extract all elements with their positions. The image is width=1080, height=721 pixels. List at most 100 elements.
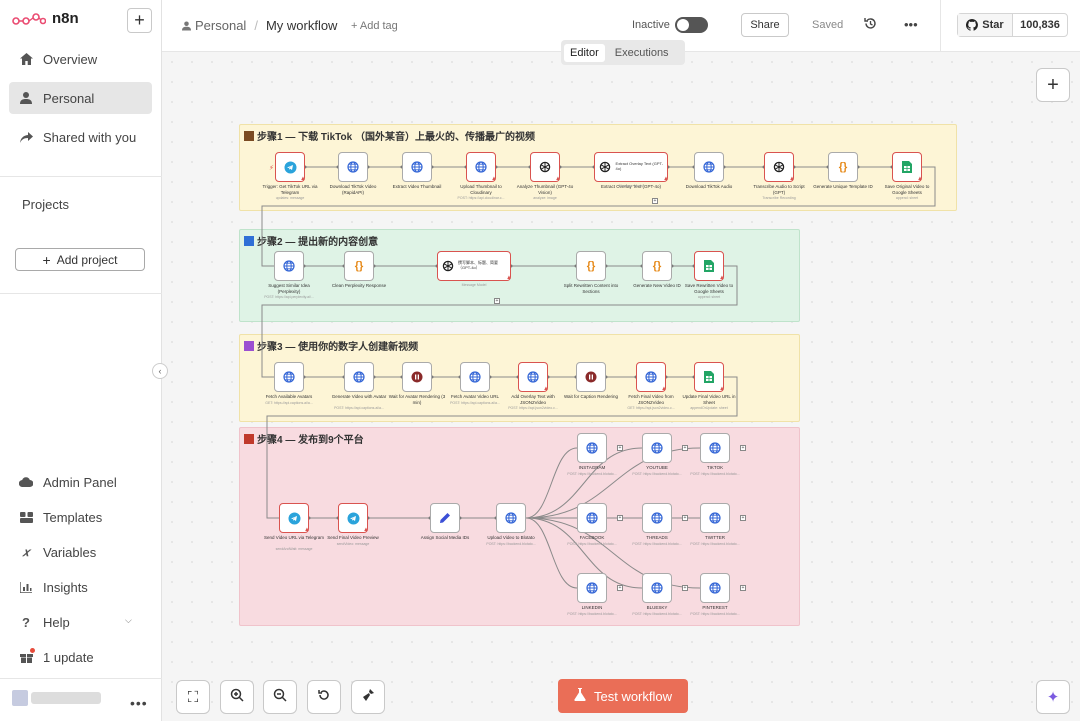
globe-icon — [709, 512, 722, 525]
node-subtitle: POST: https://backend.blotato... — [567, 472, 617, 476]
plus-icon: + — [42, 251, 51, 268]
workflow-node[interactable]: Extract Overlay Text (GPT-4o)▲ — [594, 152, 669, 182]
sidebar-item-insights[interactable]: Insights — [9, 571, 152, 603]
workflow-node[interactable] — [642, 503, 672, 533]
globe-icon — [703, 161, 716, 174]
tab-editor[interactable]: Editor — [564, 43, 605, 62]
workflow-node[interactable] — [402, 152, 432, 182]
workflow-node[interactable]: ▲ — [892, 152, 923, 182]
section-color-square — [244, 433, 254, 444]
add-connection-button[interactable]: + — [494, 298, 500, 304]
workflow-node[interactable]: ▲ — [530, 152, 561, 182]
workflow-node[interactable]: ▲ — [518, 362, 549, 392]
globe-icon — [527, 371, 540, 384]
workflow-node[interactable] — [402, 362, 432, 392]
share-button[interactable]: Share — [741, 13, 789, 37]
zoom-out-button[interactable] — [263, 680, 297, 714]
workflow-node[interactable] — [274, 362, 304, 392]
node-label: BLUESKY — [646, 605, 668, 610]
add-connection-button[interactable]: + — [617, 585, 623, 591]
active-toggle[interactable] — [675, 17, 708, 33]
workflow-node[interactable] — [577, 503, 607, 533]
add-connection-button[interactable]: + — [682, 585, 688, 591]
workflow-node[interactable]: 撰写脚本、标题、简要（GPT-4o）▲ — [437, 251, 512, 281]
workflow-node[interactable]: ▲ — [636, 362, 667, 392]
n8n-logo[interactable]: n8n — [12, 10, 79, 27]
add-connection-button[interactable]: + — [740, 515, 746, 521]
collapse-sidebar-button[interactable]: ‹ — [152, 363, 168, 379]
sidebar-item-templates[interactable]: Templates — [9, 501, 152, 533]
create-new-button[interactable]: + — [127, 8, 152, 33]
test-workflow-button[interactable]: Test workflow — [558, 679, 688, 713]
workflow-node[interactable] — [430, 503, 460, 533]
github-star-button[interactable]: Star 100,836 — [957, 13, 1068, 37]
add-project-button[interactable]: + Add project — [15, 248, 145, 271]
add-connection-button[interactable]: + — [682, 445, 688, 451]
add-connection-button[interactable]: + — [740, 585, 746, 591]
workflow-node[interactable]: ▲ — [466, 152, 497, 182]
globe-icon — [475, 161, 488, 174]
warning-icon: ▲ — [661, 386, 667, 392]
sidebar-item-overview[interactable]: Overview — [9, 43, 152, 75]
breadcrumb-project[interactable]: Personal — [182, 18, 246, 33]
warning-icon: ▲ — [917, 176, 923, 182]
workflow-node[interactable] — [642, 433, 672, 463]
add-connection-button[interactable]: + — [740, 445, 746, 451]
tidy-up-button[interactable] — [351, 680, 385, 714]
sidebar-item-admin-panel[interactable]: Admin Panel — [9, 466, 152, 498]
zoom-in-button[interactable] — [220, 680, 254, 714]
workflow-node[interactable]: ▲ — [338, 503, 369, 533]
add-node-button[interactable]: + — [1036, 68, 1070, 102]
test-workflow-label: Test workflow — [593, 688, 673, 704]
sidebar-item-shared[interactable]: Shared with you — [9, 121, 152, 153]
section-title: 步骤2 — 提出新的内容创意 — [244, 233, 378, 248]
add-connection-button[interactable]: + — [617, 515, 623, 521]
divider — [0, 293, 162, 294]
workflow-node[interactable]: {} — [344, 251, 374, 281]
workflow-node[interactable] — [642, 573, 672, 603]
node-subtitle: POST: https://api.cloudinar.c... — [457, 196, 505, 200]
add-connection-button[interactable]: + — [682, 515, 688, 521]
workflow-node[interactable] — [577, 573, 607, 603]
sidebar-item-variables[interactable]: 𝑥 Variables — [9, 536, 152, 568]
sidebar-item-help[interactable]: ? Help ⌵ — [9, 606, 152, 638]
workflow-node[interactable] — [694, 152, 724, 182]
workflow-node[interactable]: ▲⚡ — [269, 152, 306, 182]
section-title: 步骤4 — 发布到9个平台 — [244, 431, 364, 446]
workflow-node[interactable] — [700, 433, 730, 463]
reset-zoom-button[interactable] — [307, 680, 341, 714]
add-tag-link[interactable]: + Add tag — [351, 20, 398, 32]
user-more-icon[interactable]: ••• — [130, 695, 148, 711]
fit-view-button[interactable]: ⛶ — [176, 680, 210, 714]
workflow-node[interactable]: ▲ — [694, 362, 725, 392]
globe-icon — [651, 442, 664, 455]
history-icon[interactable] — [864, 17, 877, 33]
workflow-node[interactable]: ▲ — [764, 152, 795, 182]
workflow-node[interactable]: ▲ — [694, 251, 725, 281]
user-menu[interactable] — [12, 690, 101, 706]
workflow-node[interactable] — [338, 152, 368, 182]
workflow-node[interactable] — [460, 362, 490, 392]
workflow-node[interactable] — [344, 362, 374, 392]
workflow-name[interactable]: My workflow — [265, 18, 338, 33]
add-project-label: Add project — [56, 252, 118, 267]
workflow-node[interactable] — [496, 503, 526, 533]
workflow-canvas[interactable]: + 步骤1 — 下载 TikTok （国外某音）上最火的、传播最广的视频 步骤2… — [162, 52, 1080, 721]
workflow-node[interactable] — [577, 433, 607, 463]
tab-executions[interactable]: Executions — [614, 46, 669, 59]
workflow-node[interactable] — [700, 573, 730, 603]
workflow-node[interactable]: {} — [642, 251, 672, 281]
add-connection-button[interactable]: + — [652, 198, 658, 204]
workflow-node[interactable]: ▲ — [279, 503, 310, 533]
workflow-node[interactable] — [576, 362, 606, 392]
code-icon: {} — [838, 161, 848, 173]
workflow-more-icon[interactable]: ••• — [904, 17, 918, 32]
add-connection-button[interactable]: + — [617, 445, 623, 451]
workflow-node[interactable] — [274, 251, 304, 281]
sidebar-item-update[interactable]: 1 update — [9, 641, 152, 673]
sidebar-item-personal[interactable]: Personal — [9, 82, 152, 114]
workflow-node[interactable]: {} — [828, 152, 858, 182]
workflow-node[interactable] — [700, 503, 730, 533]
workflow-node[interactable]: {} — [576, 251, 606, 281]
ai-assistant-button[interactable]: ✦ — [1036, 680, 1070, 714]
